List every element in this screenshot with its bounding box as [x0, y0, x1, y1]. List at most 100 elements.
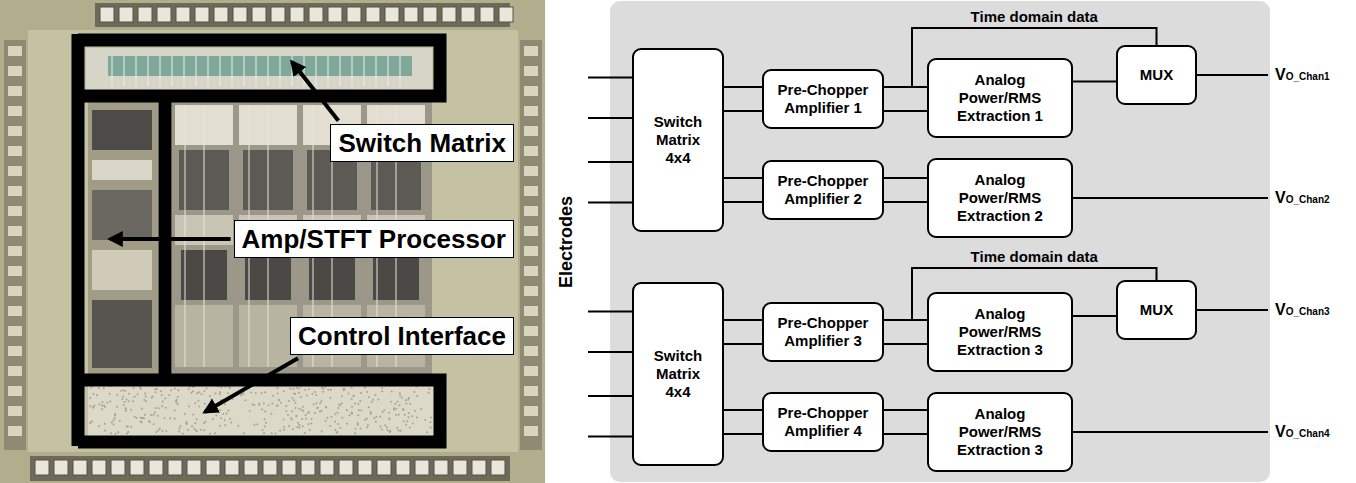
logic-speckle — [406, 420, 408, 422]
logic-speckle — [89, 421, 91, 423]
signal-wire — [724, 177, 762, 179]
signal-wire — [884, 343, 927, 345]
logic-speckle — [261, 429, 263, 431]
logic-speckle — [409, 403, 411, 405]
logic-speckle — [119, 420, 121, 422]
logic-speckle — [214, 393, 216, 395]
logic-speckle — [153, 423, 155, 425]
signal-wire — [884, 177, 927, 179]
logic-speckle — [388, 418, 390, 420]
logic-speckle — [388, 430, 390, 432]
logic-speckle — [379, 425, 381, 427]
metal-trace — [352, 56, 353, 86]
bond-pad — [480, 7, 494, 22]
logic-speckle — [185, 421, 187, 423]
io-cell — [524, 86, 538, 96]
logic-speckle — [351, 386, 353, 388]
logic-speckle — [177, 396, 179, 398]
logic-speckle — [154, 411, 156, 413]
logic-speckle — [300, 409, 302, 411]
logic-speckle — [302, 410, 304, 412]
logic-speckle — [288, 425, 290, 427]
logic-speckle — [408, 412, 410, 414]
frame-line — [78, 380, 440, 442]
logic-speckle — [124, 390, 126, 392]
logic-speckle — [408, 416, 410, 418]
logic-speckle — [215, 415, 217, 417]
logic-speckle — [391, 390, 393, 392]
logic-speckle — [141, 408, 143, 410]
bond-pad — [233, 7, 247, 22]
logic-speckle — [264, 410, 266, 412]
rms-extraction-box: Analog Power/RMS Extraction 1 — [927, 58, 1073, 138]
logic-speckle — [405, 399, 407, 401]
logic-speckle — [157, 429, 159, 431]
logic-speckle — [364, 419, 366, 421]
logic-speckle — [252, 404, 254, 406]
node-text: Pre-Chopper Amplifier 1 — [772, 81, 874, 117]
logic-speckle — [121, 398, 123, 400]
electrode-wire — [588, 161, 632, 163]
logic-speckle — [308, 388, 310, 390]
logic-speckle — [403, 420, 405, 422]
node-text: Analog Power/RMS Extraction 2 — [939, 171, 1061, 225]
logic-speckle — [155, 431, 157, 433]
logic-speckle — [291, 410, 293, 412]
io-cell — [524, 426, 538, 436]
logic-speckle — [156, 388, 158, 390]
amplifier-box: Pre-Chopper Amplifier 1 — [762, 69, 884, 129]
logic-speckle — [381, 390, 383, 392]
logic-speckle — [186, 423, 188, 425]
logic-speckle — [272, 395, 274, 397]
io-cell — [524, 366, 538, 376]
logic-speckle — [141, 421, 143, 423]
logic-speckle — [201, 393, 203, 395]
bond-pad — [225, 460, 239, 475]
callout-label: Switch Matrix — [330, 124, 514, 163]
node-text: Pre-Chopper Amplifier 3 — [772, 314, 874, 350]
logic-speckle — [104, 423, 106, 425]
metal-trace — [220, 56, 221, 86]
logic-speckle — [120, 390, 122, 392]
logic-speckle — [426, 431, 428, 433]
logic-speckle — [405, 402, 407, 404]
logic-speckle — [220, 417, 222, 419]
logic-speckle — [405, 424, 407, 426]
logic-speckle — [98, 425, 100, 427]
logic-speckle — [384, 424, 386, 426]
logic-speckle — [390, 401, 392, 403]
logic-speckle — [263, 432, 265, 434]
logic-speckle — [230, 421, 232, 423]
electrode-wire — [588, 436, 632, 438]
bond-pad — [309, 7, 323, 22]
logic-speckle — [298, 388, 300, 390]
logic-speckle — [203, 422, 205, 424]
pad-ring — [95, 3, 510, 27]
logic-speckle — [372, 399, 374, 401]
io-cell — [8, 146, 22, 156]
logic-speckle — [258, 403, 260, 405]
die-substrate — [0, 0, 545, 483]
io-cell — [8, 306, 22, 316]
logic-speckle — [204, 403, 206, 405]
logic-speckle — [351, 398, 353, 400]
control-area — [88, 384, 434, 436]
logic-speckle — [103, 405, 105, 407]
logic-speckle — [321, 410, 323, 412]
logic-speckle — [326, 417, 328, 419]
logic-speckle — [291, 419, 293, 421]
metal-trace — [172, 56, 173, 86]
wire-label: Time domain data — [971, 248, 1098, 265]
logic-speckle — [357, 403, 359, 405]
logic-speckle — [411, 415, 413, 417]
logic-speckle — [397, 401, 399, 403]
logic-speckle — [294, 407, 296, 409]
logic-speckle — [359, 400, 361, 402]
logic-speckle — [394, 403, 396, 405]
io-cell — [8, 386, 22, 396]
amplifier-box: Pre-Chopper Amplifier 3 — [762, 302, 884, 362]
logic-speckle — [355, 428, 357, 430]
logic-speckle — [346, 409, 348, 411]
logic-speckle — [314, 412, 316, 414]
